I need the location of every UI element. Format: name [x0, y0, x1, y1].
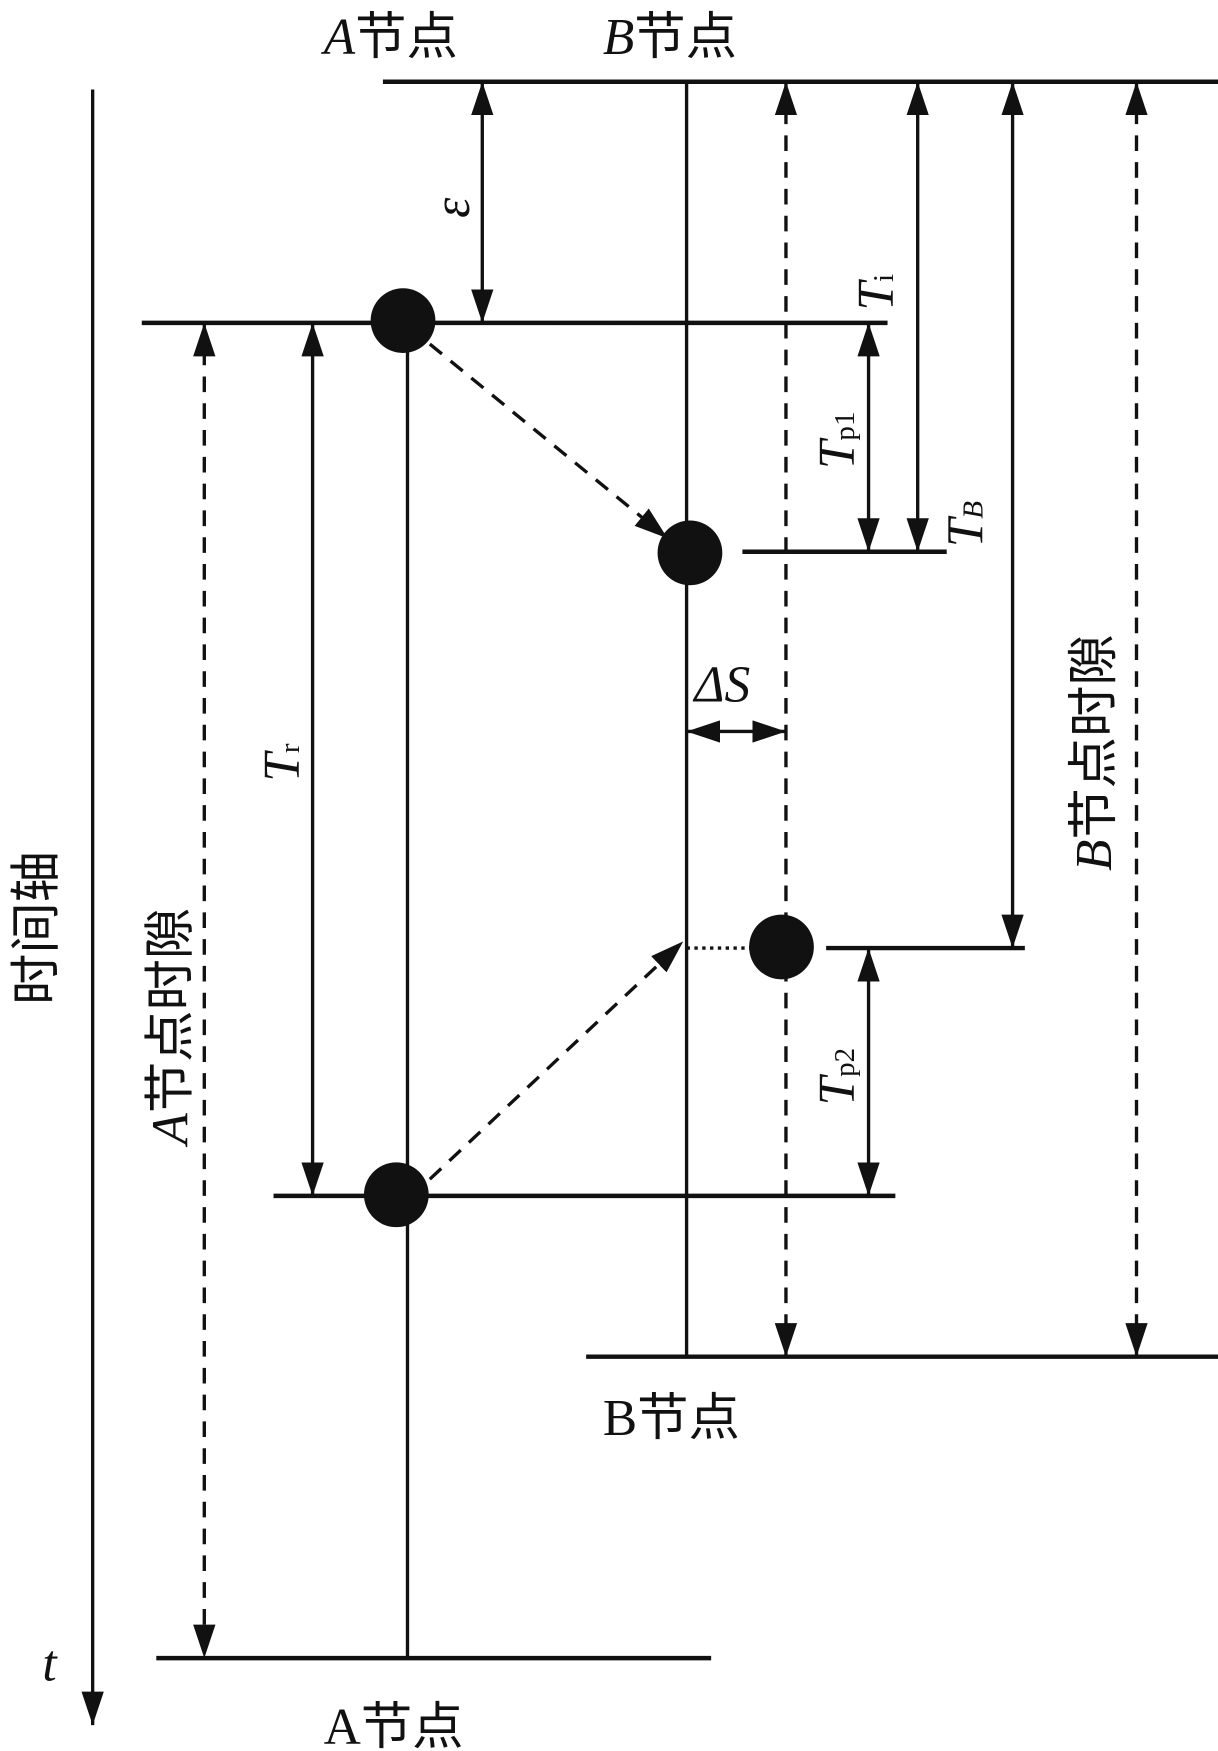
epsilon-label: ε [424, 197, 481, 218]
a-node-bottom-label: A节点 [324, 1699, 464, 1751]
b-node-bottom-label: B节点 [603, 1390, 740, 1447]
tp1-label: Tp1 [809, 412, 866, 470]
a-receive-event [363, 1162, 429, 1228]
time-axis-label: 时间轴 [9, 851, 66, 1005]
ti-label: Ti [848, 274, 905, 311]
tb-label: TB [937, 501, 994, 548]
message-b-to-a [428, 940, 685, 1181]
b-node-top-label: B节点 [603, 9, 737, 66]
message-a-to-b [428, 342, 669, 540]
a-node-top-label: A节点 [321, 9, 458, 66]
delta-s-label: ΔS [692, 656, 750, 713]
a-send-event [370, 288, 436, 354]
a-slot-label: A节点时隙 [143, 908, 200, 1148]
b-send-event [749, 914, 814, 980]
tr-label: Tr [254, 743, 311, 782]
tp2-label: Tp2 [809, 1048, 866, 1106]
t-label: t [42, 1635, 58, 1692]
b-receive-event [657, 520, 723, 586]
b-slot-label: B节点时隙 [1066, 634, 1123, 871]
